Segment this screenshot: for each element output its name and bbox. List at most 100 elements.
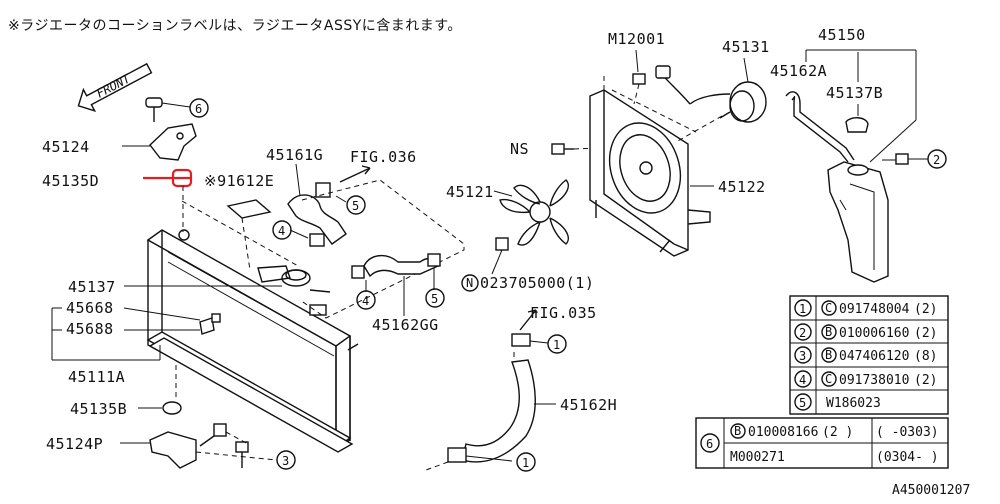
radiator-core (146, 229, 359, 453)
callout-3-lower: 3 (276, 450, 296, 470)
overflow-pipe (785, 91, 855, 161)
label-fig035: FIG.035 (530, 304, 597, 322)
svg-text:6: 6 (706, 437, 713, 451)
legend-prefix-icon (821, 347, 837, 363)
top-bolt (145, 97, 191, 122)
legend-table (789, 295, 949, 415)
legend-6-part-1: 010008166 (748, 425, 818, 440)
cushion-45135d-highlighted (171, 168, 193, 188)
callout-6-top: 6 (189, 98, 209, 118)
svg-text:3: 3 (282, 454, 289, 468)
label-45162h: 45162H (560, 396, 617, 414)
lower-bracket (149, 431, 197, 469)
legend-part-number: 047406120 (839, 349, 909, 364)
hose-clamp-e (511, 333, 531, 347)
label-45137b: 45137B (826, 84, 883, 102)
svg-text:4: 4 (278, 224, 285, 238)
legend-qty: (2) (914, 373, 937, 388)
drain-cock (211, 313, 221, 323)
legend-6-qty-1: (2 ) (822, 425, 853, 440)
legend-key: 4 (799, 373, 806, 387)
callout-2: 2 (927, 149, 947, 169)
label-nut-023705000: 023705000(1) (480, 274, 594, 292)
m12001-bolt (632, 73, 646, 85)
fan-shroud (589, 89, 711, 257)
label-45135d: 45135D (42, 172, 99, 190)
svg-text:5: 5 (431, 292, 438, 306)
label-45161g: 45161G (266, 146, 323, 164)
fan-nut (495, 237, 509, 251)
legend-key-icon (794, 299, 812, 317)
nut-symbol-icon: N (461, 274, 479, 292)
legend-key-icon (794, 370, 812, 388)
svg-text:N: N (466, 276, 473, 290)
radiator-cap (257, 265, 331, 293)
lower-cushion (162, 401, 182, 415)
callout-1-lower: 1 (516, 452, 536, 472)
legend-prefix-icon (821, 324, 837, 340)
label-45162a: 45162A (770, 62, 827, 80)
svg-text:6: 6 (195, 102, 202, 116)
legend-part-number: 010006160 (839, 326, 909, 341)
label-45131: 45131 (722, 38, 770, 56)
legend-part-number: W186023 (826, 396, 881, 411)
label-45121: 45121 (446, 183, 494, 201)
lower-hose (461, 359, 536, 463)
svg-text:B: B (734, 424, 741, 438)
label-45124p: 45124P (46, 435, 103, 453)
callout-5-upper: 5 (346, 195, 366, 215)
hose-clamp-b (309, 233, 325, 247)
label-45122: 45122 (718, 178, 766, 196)
callout-4-lower: 4 (356, 290, 376, 310)
fig036-arrow (339, 167, 371, 183)
svg-text:1: 1 (553, 338, 560, 352)
legend-key: 3 (799, 349, 806, 363)
label-m12001: M12001 (608, 30, 665, 48)
legend-part-number: 091748004 (839, 302, 910, 317)
hose-clamp-f (447, 447, 467, 463)
hose-45162gg (363, 255, 439, 278)
legend-6-key-icon (700, 433, 720, 453)
label-45137: 45137 (68, 278, 116, 296)
legend-6-range-2: (0304- ) (876, 450, 939, 465)
upper-hose (287, 194, 347, 245)
reservoir-tank (827, 161, 889, 283)
lower-bolt (235, 441, 249, 468)
legend-qty: (8) (914, 349, 937, 364)
label-fig036: FIG.036 (350, 148, 417, 166)
label-45688: 45688 (66, 320, 114, 338)
label-91612e: ※91612E (204, 172, 274, 190)
label-45124: 45124 (42, 138, 90, 156)
svg-text:4: 4 (362, 294, 369, 308)
reservoir-cap (845, 117, 869, 133)
legend-prefix: C (825, 301, 832, 315)
legend-qty: (2) (914, 326, 937, 341)
legend-key: 1 (799, 302, 806, 316)
caution-label-part (226, 199, 272, 219)
caution-note: ※ラジエータのコーションラベルは、ラジエータASSYに含まれます。 (8, 18, 462, 34)
svg-text:1: 1 (522, 456, 529, 470)
hose-clamp-d (427, 253, 441, 267)
legend-6-part-2: M000271 (730, 450, 785, 465)
callout-5-lower: 5 (425, 288, 445, 308)
legend-table-6: 6 B 010008166 (2 ) ( -0303) M000271 (030… (695, 417, 949, 469)
fan-motor (655, 65, 767, 123)
legend-key: 5 (799, 396, 806, 410)
ns-bolt (551, 143, 574, 155)
label-45111a: 45111A (68, 368, 125, 386)
catalog-code: A450001207 (892, 483, 970, 498)
tank-bolt (895, 153, 909, 165)
legend-6-prefix-icon (730, 423, 746, 439)
label-ns: NS (510, 140, 529, 158)
svg-text:2: 2 (933, 153, 940, 167)
lower-bolt-upper (199, 423, 227, 447)
legend-part-number: 091738010 (839, 373, 909, 388)
callout-1-upper: 1 (547, 334, 567, 354)
legend-key-icon (794, 346, 812, 364)
label-45135b: 45135B (70, 400, 127, 418)
legend-prefix-icon (821, 300, 837, 316)
legend-6-range-1: ( -0303) (876, 425, 939, 440)
front-arrow-icon: FRONT (77, 62, 153, 112)
